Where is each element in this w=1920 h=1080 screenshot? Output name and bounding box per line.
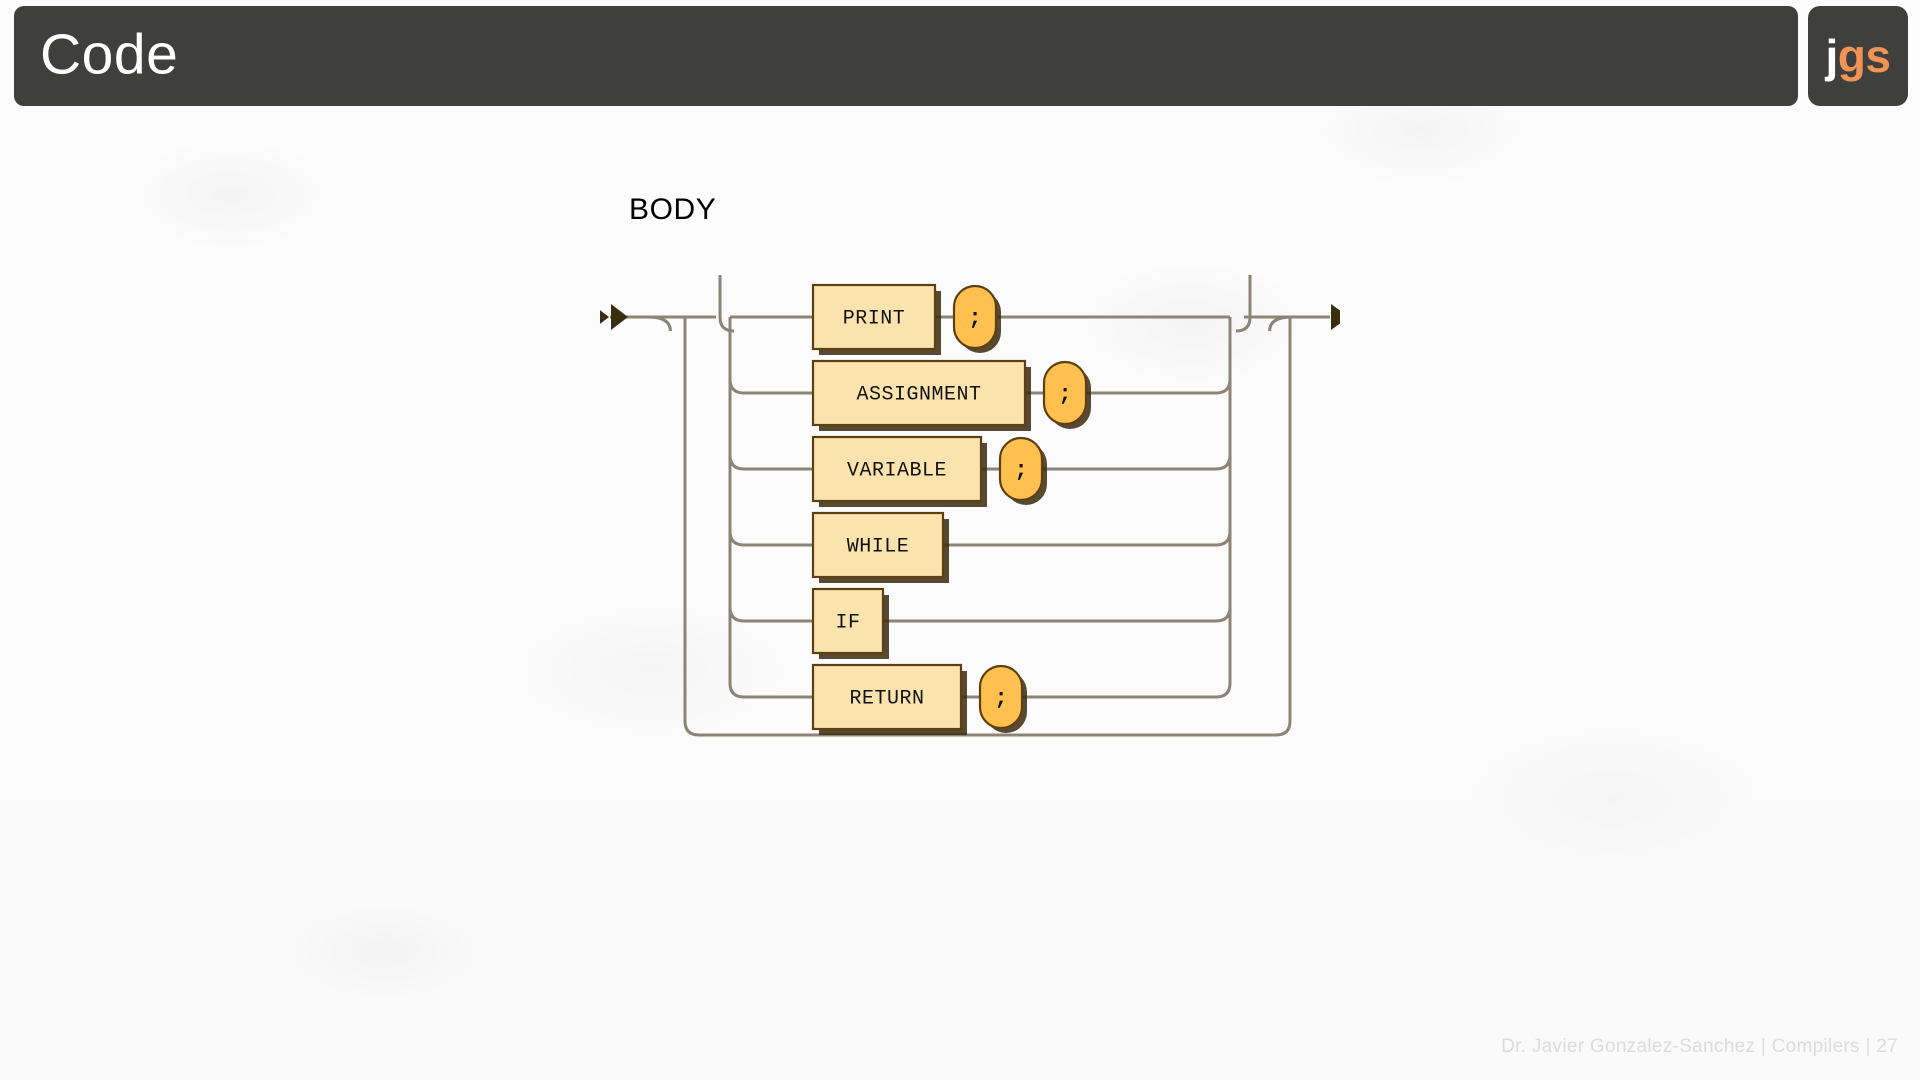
rail-repeat-join-left [718, 316, 735, 333]
nonterminal-label-variable: VARIABLE [847, 459, 947, 482]
rail-skip-join-right [1268, 315, 1293, 332]
nonterminal-label-assignment: ASSIGNMENT [856, 383, 981, 406]
rail-markers [600, 304, 1340, 330]
nonterminal-label-return: RETURN [849, 687, 924, 710]
logo-letter-j: j [1825, 30, 1839, 82]
nonterminal-box-return[interactable] [811, 663, 963, 731]
nonterminal-label-while: WHILE [847, 535, 910, 558]
logo-letters-gs: gs [1837, 30, 1891, 82]
terminal-semicolon-variable[interactable] [998, 436, 1044, 502]
rail-corner-right-3 [943, 530, 1232, 547]
railroad-diagram: PRINT; ASSIGNMENT; VARIABLE; WHILE IF RETURN; [600, 275, 1340, 925]
nonterminal-box-if[interactable] [811, 587, 885, 655]
jgs-logo: jgs [1808, 6, 1908, 106]
terminal-label-variable: ; [1014, 458, 1027, 483]
diagram-title: BODY [629, 193, 717, 226]
nonterminal-box-while[interactable] [811, 511, 945, 579]
rail-nodes: PRINT; ASSIGNMENT; VARIABLE; WHILE IF RETURN; [811, 283, 1091, 735]
rail-corner-right-4 [883, 606, 1232, 623]
terminal-semicolon-print[interactable] [952, 284, 998, 350]
rail-corner-left-3 [728, 530, 813, 547]
rail-skip-loop [683, 317, 1292, 737]
nonterminal-box-print[interactable] [811, 283, 937, 351]
nonterminal-label-print: PRINT [843, 307, 906, 330]
terminal-semicolon-assignment[interactable] [1042, 360, 1088, 426]
terminal-label-return: ; [994, 686, 1007, 711]
rail-skip-join-left [647, 315, 672, 332]
rail-lines [610, 275, 1330, 737]
rail-corner-left-5 [728, 682, 813, 699]
railroad-svg: PRINT; ASSIGNMENT; VARIABLE; WHILE IF RETURN; [600, 275, 1340, 737]
rail-corner-left-2 [728, 454, 813, 471]
rail-repeat-join-right [1235, 316, 1252, 333]
start-arrow-icon-1 [600, 310, 609, 324]
end-arrow-icon-1 [1331, 304, 1340, 330]
rail-corner-right-5 [1022, 682, 1232, 699]
header-bar: Code [14, 6, 1798, 106]
nonterminal-box-assignment[interactable] [811, 359, 1027, 427]
rail-corner-left-4 [728, 606, 813, 623]
logo-text: jgs [1826, 33, 1891, 79]
terminal-semicolon-return[interactable] [978, 664, 1024, 730]
rail-corner-left-1 [728, 378, 813, 395]
nonterminal-label-if: IF [835, 611, 860, 634]
rail-corner-right-2 [1042, 454, 1232, 471]
page-title: Code [40, 22, 179, 87]
nonterminal-box-variable[interactable] [811, 435, 983, 503]
terminal-label-print: ; [968, 306, 981, 331]
start-arrow-icon-2 [611, 304, 628, 330]
rail-corner-right-1 [1086, 378, 1232, 395]
footer-attribution: Dr. Javier Gonzalez-Sanchez | Compilers … [1501, 1036, 1898, 1057]
terminal-label-assignment: ; [1058, 382, 1071, 407]
